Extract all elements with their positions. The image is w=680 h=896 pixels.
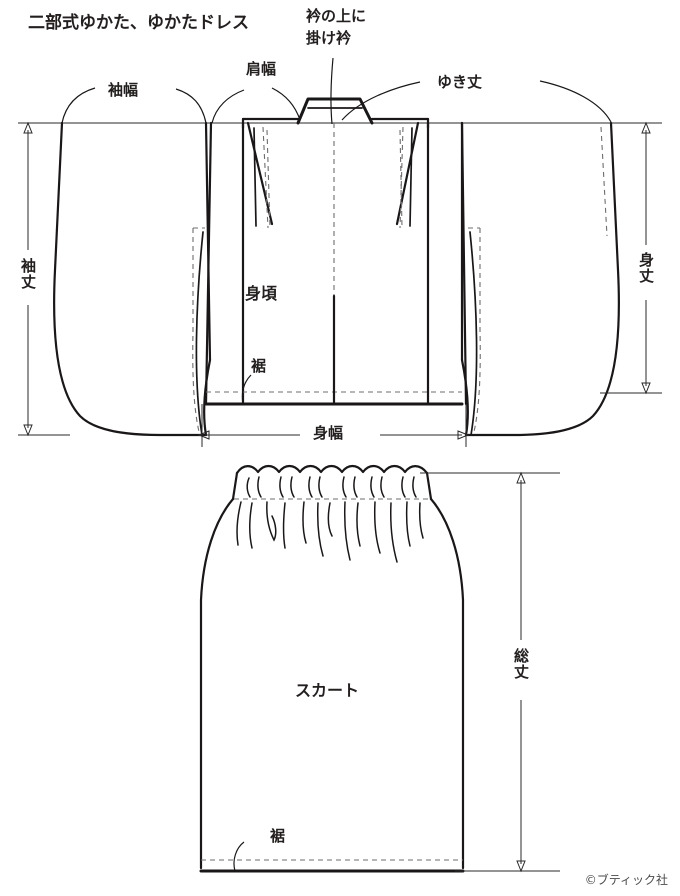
sleeve-width-leader-right (175, 88, 207, 124)
waistband-gathers (246, 476, 417, 498)
label-collar-note-line2: 掛け衿 (306, 29, 352, 47)
right-underarm-gusset-dash (472, 228, 481, 437)
skirt-gather-drapes (236, 501, 424, 563)
label-collar-note-line1: 衿の上に (306, 7, 367, 25)
body-length-arrow-bottom (641, 382, 651, 395)
left-bodice-dart-dash (266, 129, 271, 229)
sleeve-length-arrow-bottom (23, 424, 33, 437)
shoulder-width-leader-right (271, 87, 301, 121)
sleeve-length-arrow-top (23, 121, 33, 134)
label-body-length: 身丈 (637, 252, 655, 284)
total-length-arrow-bottom (516, 860, 526, 873)
top-garment-group (18, 97, 662, 437)
skirt-group (199, 464, 465, 873)
left-collar-edge (246, 121, 274, 226)
label-sleeve-length: 袖丈 (19, 258, 37, 290)
right-sleeve-fold-dash (600, 126, 608, 237)
label-total-length: 総丈 (512, 648, 530, 680)
label-skirt-hem: 裾 (270, 827, 286, 845)
right-bodice-dart (409, 127, 413, 227)
label-skirt: スカート (295, 681, 360, 700)
skirt-hem-leader (233, 841, 245, 872)
skirt-dimension-lines (420, 471, 560, 873)
left-underarm-gusset (203, 358, 212, 437)
left-collar-stitch-dash (262, 126, 269, 229)
left-sleeve-outline (53, 121, 208, 437)
sleeve-width-leader-left (61, 87, 96, 124)
body-length-arrow-top (641, 121, 651, 134)
label-body-width: 身幅 (313, 424, 344, 442)
top-leader-lines (61, 57, 612, 405)
right-bodice-dart-dash (399, 129, 403, 229)
body-width-arrow-left (197, 430, 210, 440)
page-title: 二部式ゆかた、ゆかたドレス (28, 13, 249, 33)
label-sleeve-width: 袖幅 (108, 81, 139, 99)
right-underarm-gusset (460, 358, 469, 437)
total-length-arrow-top (516, 471, 526, 484)
label-top-hem: 裾 (251, 357, 267, 375)
skirt-right-side-seam (429, 497, 465, 870)
sleeve-reach-leader-left (341, 81, 421, 121)
left-underarm-gusset-inner (195, 231, 204, 436)
skirt-waistband-right-edge (425, 471, 433, 501)
skirt-left-side-seam (199, 497, 235, 870)
label-sleeve-reach: ゆき丈 (437, 73, 483, 91)
skirt-waistband-top (235, 464, 429, 475)
skirt-waistband-left-edge (231, 471, 239, 501)
shoulder-width-leader-left (211, 89, 245, 124)
right-underarm-gusset-inner (469, 231, 478, 436)
body-width-arrow-right (457, 430, 470, 440)
label-shoulder-width: 肩幅 (246, 60, 277, 78)
collar-band (296, 97, 374, 125)
top-dimension-lines (18, 121, 662, 447)
left-bodice-dart (253, 127, 257, 227)
right-collar-edge (395, 121, 420, 226)
right-sleeve-outline (464, 121, 620, 437)
copyright-credit: ©ブティック社 (584, 873, 668, 887)
sleeve-reach-leader-right (539, 80, 612, 123)
label-bodice: 身頃 (245, 284, 278, 303)
collar-note-leader (330, 57, 334, 125)
top-hem-leader (241, 374, 252, 405)
left-underarm-gusset-dash (192, 228, 201, 437)
right-collar-stitch-dash (399, 126, 404, 229)
left-body-left-edge (204, 121, 213, 406)
